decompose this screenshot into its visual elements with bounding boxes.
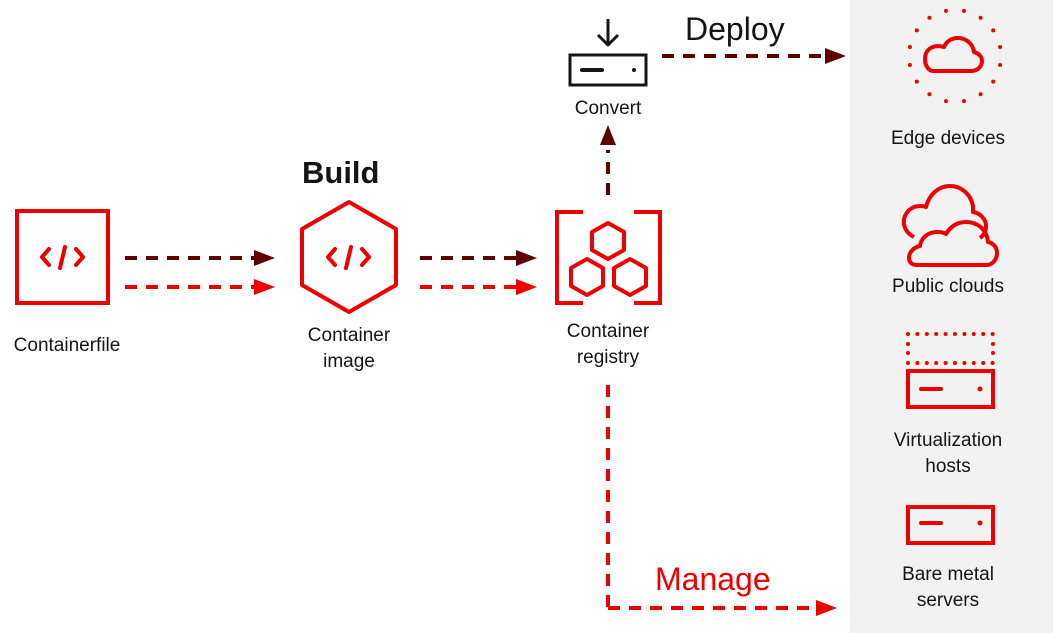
arrowhead [254, 279, 275, 295]
virtual-outline-dot [981, 361, 986, 365]
virtual-outline-dot [953, 361, 957, 365]
edge-dot [962, 8, 966, 13]
virtual-outline-dot [924, 332, 929, 336]
containerfile-label: Containerfile [13, 335, 121, 356]
deployment-targets-panel [850, 0, 1053, 633]
edge-dot [998, 45, 1003, 49]
virtual-outline-dot [981, 332, 986, 336]
virtual-outline-dot [990, 332, 995, 336]
edge-dot [991, 28, 996, 33]
virtual-outline-dot [915, 361, 920, 365]
edge-dot [927, 92, 932, 97]
edge-dot [944, 8, 948, 13]
edge-dot [978, 15, 983, 20]
edge-dot [927, 15, 932, 20]
target-label-edge-devices: Edge devices [890, 128, 1006, 149]
edge-dot [907, 45, 912, 49]
virtual-outline-dot [915, 332, 920, 336]
virtual-outline-dot [906, 361, 910, 365]
build-arrows-2 [420, 250, 537, 295]
convert-arrow [600, 125, 616, 195]
virtual-outline-dot [943, 361, 948, 365]
server-download-icon [568, 19, 648, 87]
bare-metal-server-icon [906, 505, 995, 545]
virtual-outline-dot [990, 361, 995, 365]
edge-dot [962, 99, 966, 104]
arrowhead [516, 250, 537, 266]
virtual-outline-dot [971, 332, 976, 336]
edge-dot [944, 99, 948, 104]
edge-dot [914, 28, 919, 33]
virtual-outline-dot [953, 332, 957, 336]
arrowhead [600, 125, 616, 145]
virtual-outline-dot [906, 351, 910, 355]
manage-stage-heading: Manage [655, 561, 771, 597]
virtual-outline-dot [962, 332, 967, 336]
virtual-outline-dot [962, 361, 967, 365]
edge-cloud-icon [907, 8, 1003, 104]
virtual-outline-dot [943, 332, 948, 336]
virtual-outline-dot [934, 361, 939, 365]
convert-label: Convert [574, 98, 642, 119]
deploy-arrow [662, 48, 846, 64]
edge-dot [991, 79, 996, 84]
container-registry-label: Container registry [566, 321, 650, 368]
edge-dot [914, 79, 919, 84]
virtual-outline-dot [971, 361, 976, 365]
target-label-bare-metal-servers: Bare metal servers [902, 564, 994, 611]
registry-icon [555, 210, 662, 305]
virtual-outline-dot [906, 342, 910, 346]
build-stage-heading: Build [302, 155, 380, 190]
virtual-outline-dot [924, 361, 929, 365]
edge-dot [907, 63, 912, 67]
arrowhead [816, 600, 837, 616]
build-arrows-1 [125, 250, 275, 295]
arrowhead [825, 48, 846, 64]
container-image-label: Container image [307, 325, 391, 372]
virtual-outline-dot [906, 332, 910, 336]
deploy-stage-heading: Deploy [685, 11, 785, 47]
code-hexagon-icon [300, 200, 398, 314]
edge-dot [978, 92, 983, 97]
public-clouds-icon [901, 184, 999, 267]
virtualization-host-icon [906, 332, 995, 409]
virtual-outline-dot [991, 351, 995, 355]
edge-dot [998, 63, 1003, 67]
virtual-outline-dot [991, 342, 995, 346]
manage-arrow [606, 385, 837, 616]
virtual-outline-dot [934, 332, 939, 336]
code-file-icon [15, 209, 110, 305]
target-label-public-clouds: Public clouds [892, 276, 1004, 297]
target-label-virtualization-hosts: Virtualization hosts [893, 430, 1003, 477]
arrowhead [254, 250, 275, 266]
arrowhead [516, 279, 537, 295]
